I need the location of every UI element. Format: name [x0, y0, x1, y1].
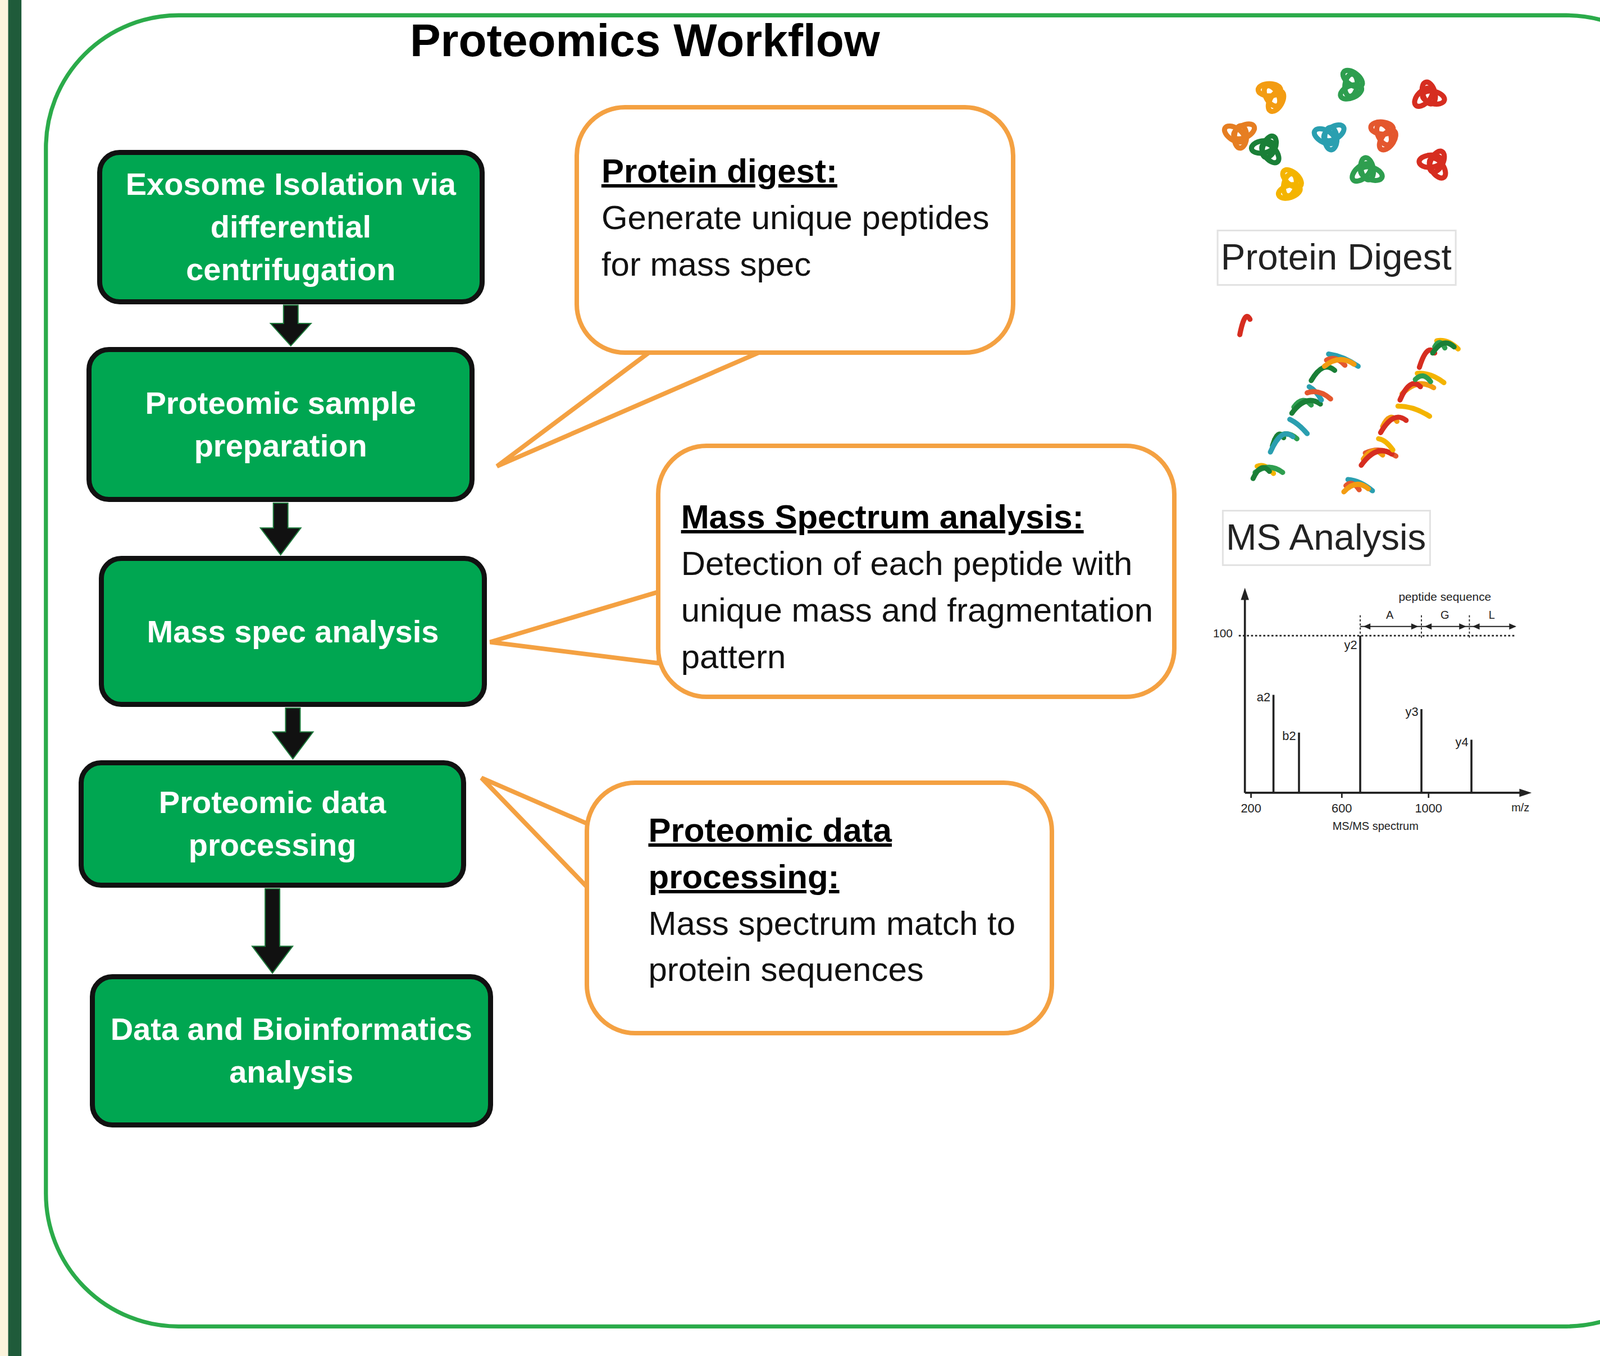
process-box: Data and Bioinformatics analysis	[89, 974, 494, 1128]
callout-body: Mass spectrum match to protein sequences	[648, 900, 1033, 995]
panel-caption: MS Analysis	[1222, 509, 1431, 567]
chart-label: 600	[1331, 801, 1352, 816]
chart-label: y2	[1344, 638, 1358, 653]
diagram-title: Proteomics Workflow	[409, 14, 881, 67]
callout-bubble: Proteomic data processing:Mass spectrum …	[584, 780, 1055, 1036]
chart-label: G	[1440, 609, 1450, 622]
protein-illustration	[1222, 67, 1449, 202]
callout-pointer	[481, 777, 588, 888]
callout-heading: Protein digest:	[601, 148, 995, 195]
callout-heading: Proteomic data processing:	[648, 807, 1033, 901]
callout-pointer	[490, 591, 660, 664]
margin-strip	[0, 0, 9, 1356]
chart-label: y4	[1455, 735, 1469, 750]
callout-bubble: Protein digest:Generate unique peptides …	[574, 105, 1016, 355]
flow-arrow	[272, 708, 314, 760]
callout-bubble: Mass Spectrum analysis:Detection of each…	[655, 443, 1177, 699]
chart-label: a2	[1256, 690, 1271, 705]
process-box: Exosome Isolation via differential centr…	[97, 149, 485, 304]
callout-body: Detection of each peptide with unique ma…	[681, 540, 1156, 681]
chart-label: L	[1488, 609, 1495, 622]
chart-label: 1000	[1415, 801, 1443, 816]
box-text: Mass spec analysis	[147, 610, 440, 654]
chart-label: y3	[1405, 705, 1419, 719]
process-box: Proteomic sample preparation	[86, 347, 474, 503]
flow-arrow	[252, 889, 293, 974]
flow-arrow	[270, 305, 312, 346]
flow-arrow	[260, 503, 302, 555]
side-bar	[8, 0, 22, 1356]
chart-label: m/z	[1511, 801, 1530, 815]
spectrum-chart	[1238, 587, 1532, 799]
chart-label: b2	[1282, 729, 1296, 743]
chart-label: A	[1386, 609, 1394, 622]
box-text: Data and Bioinformatics analysis	[108, 1008, 475, 1094]
peptide-illustration	[1240, 316, 1459, 492]
box-text: Proteomic sample preparation	[105, 381, 456, 468]
process-box: Mass spec analysis	[98, 555, 487, 708]
chart-label: 200	[1240, 801, 1261, 816]
callout-heading: Mass Spectrum analysis:	[681, 494, 1156, 541]
chart-label: MS/MS spectrum	[1332, 820, 1419, 833]
chart-label: peptide sequence	[1398, 590, 1492, 604]
chart-label: 100	[1213, 627, 1233, 641]
panel-caption: Protein Digest	[1216, 229, 1457, 286]
box-text: Exosome Isolation via differential centr…	[115, 162, 467, 291]
panel-outline	[46, 15, 1600, 1327]
process-box: Proteomic data processing	[78, 760, 467, 888]
callout-body: Generate unique peptides for mass spec	[601, 194, 995, 289]
box-text: Proteomic data processing	[97, 781, 448, 867]
